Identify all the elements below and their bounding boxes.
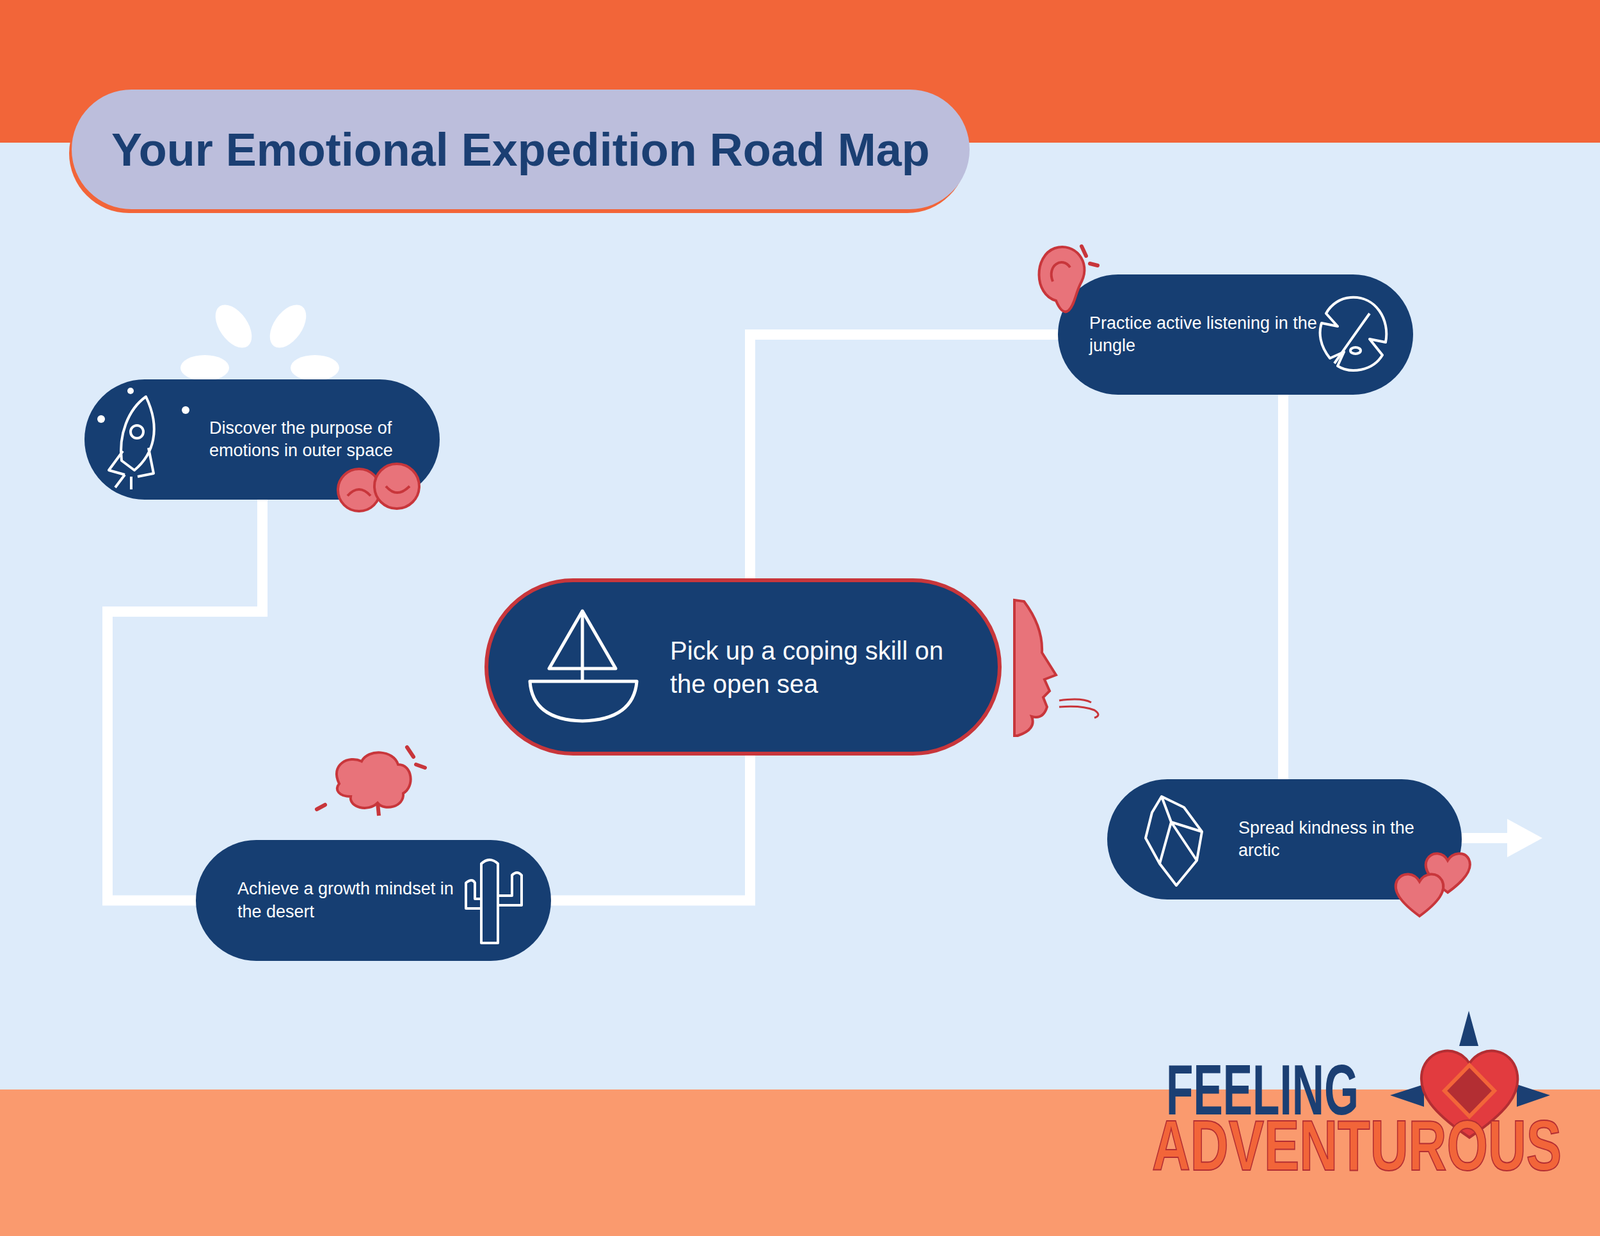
- boat-sail: [549, 611, 616, 682]
- stop-pill: Practice active listening in the jungle: [1057, 274, 1414, 395]
- brain-icon: [316, 747, 425, 816]
- stop-text-block: Achieve a growth mindset in the desert: [237, 878, 456, 923]
- rocket-flame: [115, 474, 132, 490]
- logo-word: FEELING: [1166, 1054, 1359, 1127]
- happy-face: [374, 464, 420, 509]
- bottom-band: [0, 1089, 1600, 1236]
- leaf-hole: [1350, 347, 1361, 354]
- ear-inner: [1051, 262, 1071, 282]
- compass-point: [1459, 1011, 1479, 1047]
- stop-label: Discover the purpose of emotions in oute…: [209, 417, 402, 463]
- leaf-vein: [1334, 313, 1370, 364]
- star-dot: [181, 406, 190, 415]
- face-mouth: [385, 486, 410, 493]
- brain-shape: [336, 752, 411, 809]
- rocket-body: [120, 396, 155, 471]
- compass-diamond: [1444, 1065, 1495, 1117]
- iceberg-icon: [1145, 796, 1202, 886]
- compass-logo: [1390, 1011, 1551, 1138]
- rocket-fin: [137, 448, 154, 477]
- emotion-faces: [337, 464, 420, 512]
- hearts-icon: [1395, 853, 1471, 917]
- splash-petal: [208, 298, 260, 354]
- stop-label: Achieve a growth mindset in the desert: [237, 878, 456, 923]
- rocket-window: [130, 425, 144, 439]
- boat-hull: [529, 681, 637, 722]
- star-dots: [97, 387, 190, 424]
- stop-label: Practice active listening in the jungle: [1089, 312, 1318, 358]
- stop-text-block: Pick up a coping skill on the open sea: [670, 634, 960, 701]
- rocket-fin: [108, 451, 125, 475]
- splash-symbol: [180, 298, 340, 381]
- stop-label: Spread kindness in the arctic: [1238, 817, 1424, 863]
- star-dot: [97, 415, 105, 424]
- title-pill: Your Emotional Expedition Road Map: [71, 89, 970, 210]
- compass-point: [1516, 1084, 1551, 1108]
- leaf-icon: [1320, 297, 1387, 371]
- brain-drops: [316, 747, 425, 810]
- ear-shape: [1038, 247, 1085, 312]
- face-profile: [1014, 600, 1056, 736]
- route-line: [750, 334, 1058, 579]
- leaf-shape: [1320, 297, 1387, 371]
- compass-heart: [1421, 1051, 1519, 1138]
- stop-text-block: Practice active listening in the jungle: [1089, 312, 1318, 358]
- rocket-icon: [108, 396, 155, 490]
- breath-wisps: [1059, 699, 1099, 719]
- brain-stem: [377, 803, 379, 816]
- route-line: [107, 499, 263, 902]
- stop-text-block: Discover the purpose of emotions in oute…: [209, 417, 402, 463]
- exit-arrowhead: [1507, 819, 1543, 858]
- splash-petal: [180, 355, 230, 381]
- face-mouth: [347, 489, 371, 496]
- title-text: Your Emotional Expedition Road Map: [111, 123, 930, 176]
- stop-label: Pick up a coping skill on the open sea: [670, 634, 960, 701]
- ear-drops: [1081, 246, 1098, 266]
- route-line: [551, 755, 751, 902]
- stop-text-block: Spread kindness in the arctic: [1238, 817, 1424, 863]
- splash-petal: [290, 355, 340, 381]
- sailboat-icon: [529, 611, 637, 722]
- splash-petal: [262, 298, 314, 354]
- route-line: [1278, 394, 1289, 780]
- heart: [1395, 874, 1444, 917]
- ear-icon: [1038, 246, 1098, 312]
- compass-point: [1390, 1084, 1424, 1108]
- cactus-icon: [465, 860, 522, 944]
- logo-word: ADVENTUROUS: [1152, 1110, 1562, 1183]
- star-dot: [127, 387, 134, 395]
